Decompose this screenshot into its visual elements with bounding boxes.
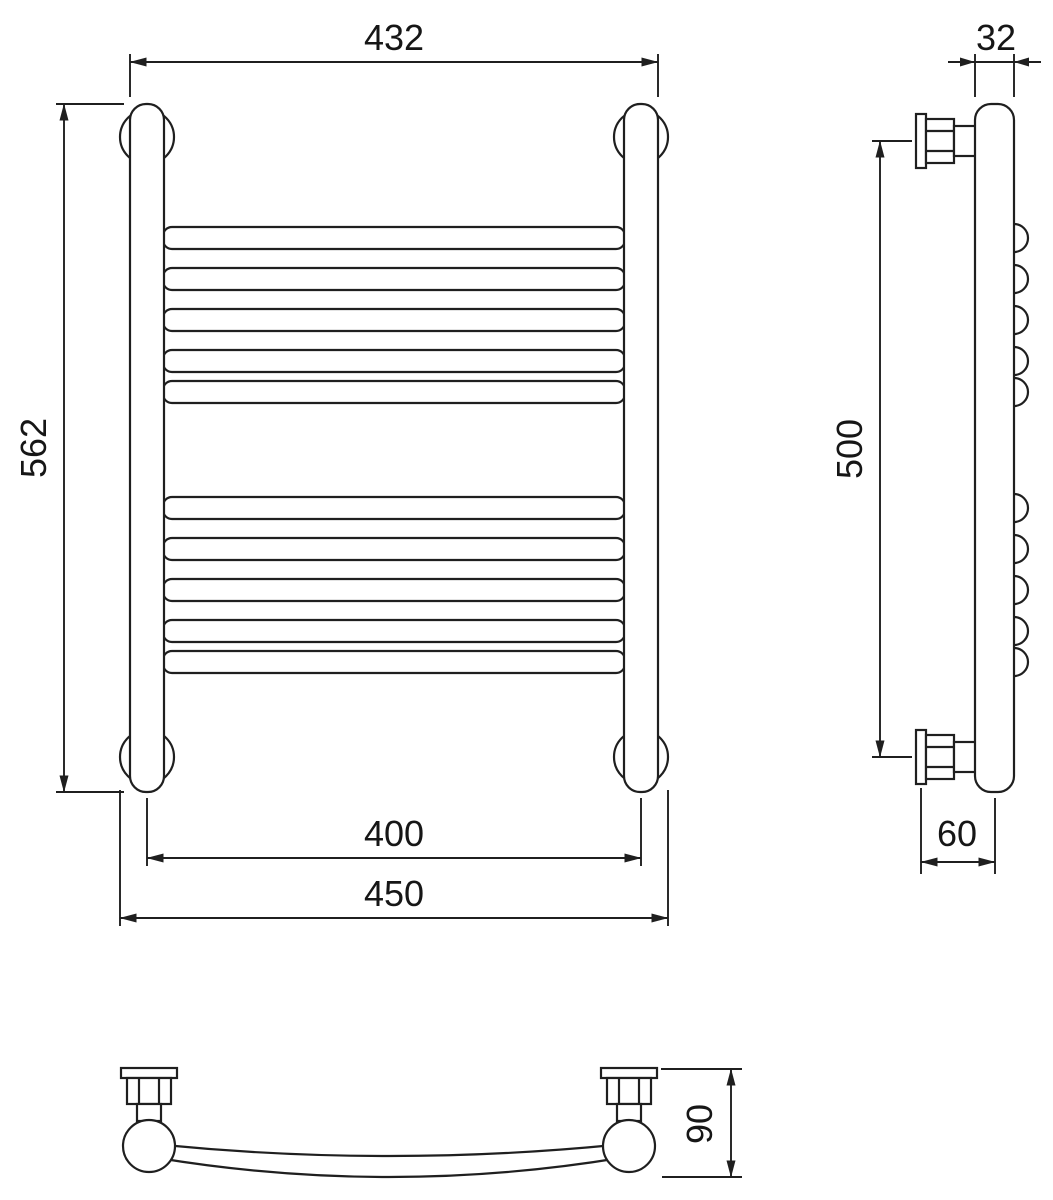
bracket-wall-plate bbox=[599, 1066, 659, 1080]
top-bracket-right bbox=[599, 1066, 659, 1174]
post-section bbox=[601, 1118, 657, 1174]
front-dim-axis-width-value: 400 bbox=[364, 813, 424, 854]
rung-end bbox=[1013, 345, 1030, 377]
side-bracket-top bbox=[914, 112, 978, 170]
bracket-nut bbox=[924, 733, 956, 781]
front-dim-top-width: 432 bbox=[129, 17, 659, 97]
rung bbox=[161, 348, 627, 374]
rung-end bbox=[1013, 646, 1030, 678]
front-dim-overall-width-value: 450 bbox=[364, 873, 424, 914]
rung bbox=[161, 536, 627, 562]
side-dim-wall-offset-value: 60 bbox=[937, 813, 977, 854]
bracket-neck bbox=[615, 1102, 643, 1123]
side-dim-tube-diameter-value: 32 bbox=[976, 17, 1016, 58]
top-view: 90 bbox=[119, 1066, 742, 1179]
side-dim-mount-spacing-value: 500 bbox=[829, 419, 870, 479]
rung-end bbox=[1013, 533, 1030, 565]
top-dim-depth-value: 90 bbox=[679, 1104, 720, 1144]
front-dim-height-value: 562 bbox=[13, 418, 54, 478]
rung bbox=[161, 225, 627, 251]
side-rung-ends bbox=[1013, 222, 1030, 678]
rung-end bbox=[1013, 304, 1030, 336]
rung-end bbox=[1013, 222, 1030, 254]
top-curved-rung bbox=[157, 1143, 621, 1179]
rung-end bbox=[1013, 376, 1030, 408]
bracket-neck bbox=[952, 124, 978, 158]
bracket-neck bbox=[135, 1102, 163, 1123]
rung-end bbox=[1013, 263, 1030, 295]
side-dim-wall-offset: 60 bbox=[920, 788, 996, 874]
side-view: 32 500 60 bbox=[829, 17, 1041, 874]
bracket-nut bbox=[924, 117, 956, 165]
bracket-wall-plate bbox=[119, 1066, 179, 1080]
bracket-wall-plate bbox=[914, 112, 928, 170]
arrowhead bbox=[1014, 57, 1029, 67]
side-dim-tube-diameter: 32 bbox=[948, 17, 1041, 97]
top-dim-depth: 90 bbox=[661, 1068, 742, 1178]
post-section bbox=[121, 1118, 177, 1174]
front-dim-axis-width: 400 bbox=[146, 798, 642, 866]
rung bbox=[161, 307, 627, 333]
front-wall-brackets bbox=[118, 108, 670, 786]
arrowhead bbox=[960, 57, 975, 67]
side-dim-mount-spacing: 500 bbox=[829, 140, 912, 758]
rung bbox=[161, 379, 627, 405]
left-post bbox=[128, 102, 166, 794]
rung bbox=[161, 618, 627, 644]
rung bbox=[161, 577, 627, 603]
rung-inner-arc bbox=[163, 1143, 615, 1158]
rung bbox=[161, 266, 627, 292]
side-bracket-bottom bbox=[914, 728, 978, 786]
rung bbox=[161, 495, 627, 521]
front-dim-overall-width: 450 bbox=[119, 790, 669, 926]
front-rungs bbox=[161, 225, 627, 675]
rung bbox=[161, 649, 627, 675]
bracket-neck bbox=[952, 740, 978, 774]
top-bracket-left bbox=[119, 1066, 179, 1174]
bracket-nut bbox=[125, 1076, 173, 1106]
right-post bbox=[622, 102, 660, 794]
rung-outer-arc bbox=[157, 1156, 621, 1179]
rung-end bbox=[1013, 574, 1030, 606]
bracket-nut bbox=[605, 1076, 653, 1106]
front-dim-top-width-value: 432 bbox=[364, 17, 424, 58]
front-posts bbox=[128, 102, 660, 794]
front-dim-height: 562 bbox=[13, 103, 124, 793]
rung-end bbox=[1013, 492, 1030, 524]
front-view: 432 562 400 450 bbox=[13, 17, 670, 926]
side-post-tube bbox=[973, 102, 1016, 794]
rung-end bbox=[1013, 615, 1030, 647]
bracket-wall-plate bbox=[914, 728, 928, 786]
